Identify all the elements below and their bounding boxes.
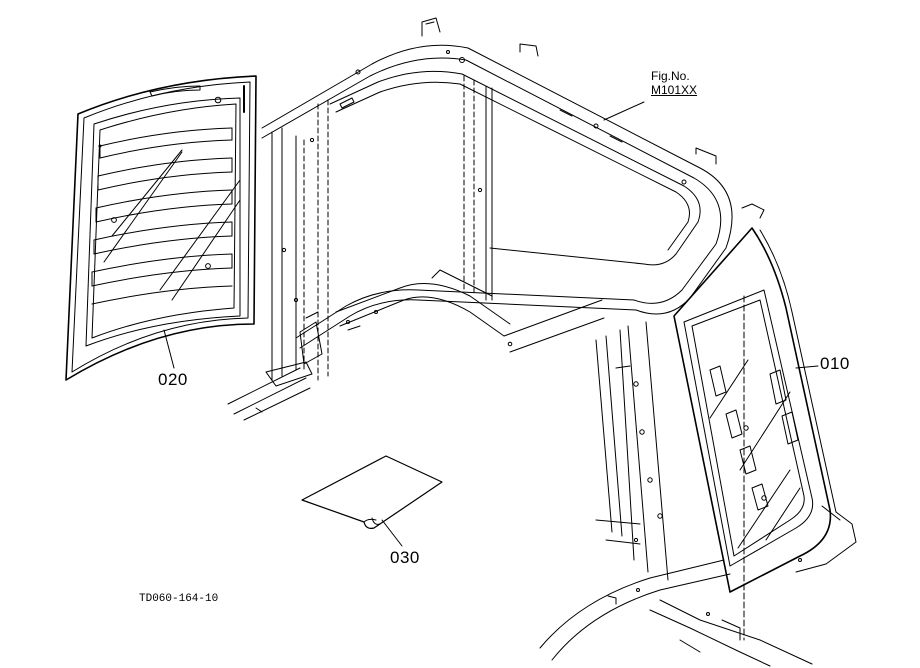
- callout-030: 030: [390, 548, 420, 567]
- figure-number-label: Fig.No.: [651, 69, 690, 83]
- leader-030: [381, 519, 403, 547]
- front-pillars: [595, 295, 745, 641]
- leader-fig: [603, 101, 645, 121]
- part-030-label-sheet: [301, 455, 443, 529]
- callout-010: 010: [820, 354, 850, 373]
- cab-interior-members: [335, 269, 605, 353]
- figure-number: Fig.No. M101XX: [651, 69, 698, 98]
- figure-number-value: M101XX: [651, 82, 698, 97]
- rear-pillars: [227, 75, 493, 421]
- part-010-window-glass: [673, 227, 837, 593]
- leader-lines: [163, 101, 819, 547]
- drawing-code: TD060-164-10: [139, 593, 219, 605]
- leader-010: [795, 365, 819, 369]
- roof-frame: [261, 17, 765, 349]
- part-020-window-glass: [65, 75, 257, 381]
- leader-020: [163, 329, 175, 369]
- cab-floor: [539, 505, 857, 667]
- callout-020: 020: [158, 370, 188, 389]
